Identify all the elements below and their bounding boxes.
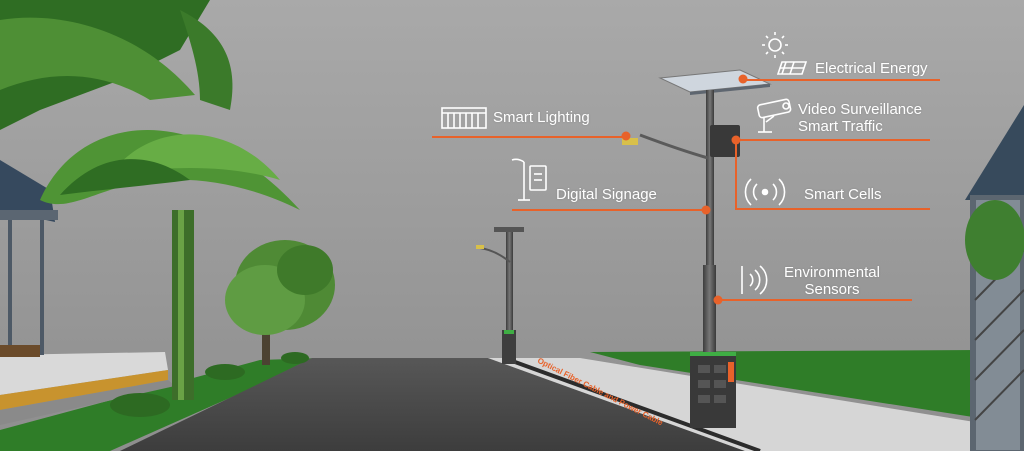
sensors-label: Sensors: [804, 281, 860, 298]
left-platform: [0, 352, 168, 395]
signage-icon: [511, 158, 547, 201]
callout-lines: [432, 79, 940, 301]
road: [120, 358, 745, 451]
main-smart-pole: [622, 69, 772, 428]
electrical-energy-label: Electrical Energy: [815, 60, 928, 77]
bus-shelter: [0, 160, 58, 357]
video-surveillance-label: Video Surveillance: [798, 101, 922, 118]
environmental-label: Environmental: [784, 264, 880, 281]
road-bushes: [110, 352, 309, 417]
solar-panel-icon: [776, 61, 808, 75]
round-tree: [225, 240, 335, 365]
right-building: [965, 105, 1024, 451]
antenna-icon: [744, 178, 786, 206]
smart-traffic-label: Smart Traffic: [798, 118, 883, 135]
led-light-icon: [441, 107, 487, 129]
cable-trench: [514, 360, 761, 451]
sun-icon: [762, 32, 788, 58]
smart-cells-label: Smart Cells: [804, 186, 882, 203]
digital-signage-label: Digital Signage: [556, 186, 657, 203]
smart-lighting-label: Smart Lighting: [493, 109, 590, 126]
palm-trees: [0, 0, 300, 400]
left-railing: [0, 370, 168, 410]
sensor-icon: [741, 265, 768, 295]
far-street-pole: [476, 227, 524, 364]
right-sidewalk: [488, 358, 1024, 451]
camera-icon: [756, 98, 792, 133]
callout-dots: [621, 74, 748, 305]
